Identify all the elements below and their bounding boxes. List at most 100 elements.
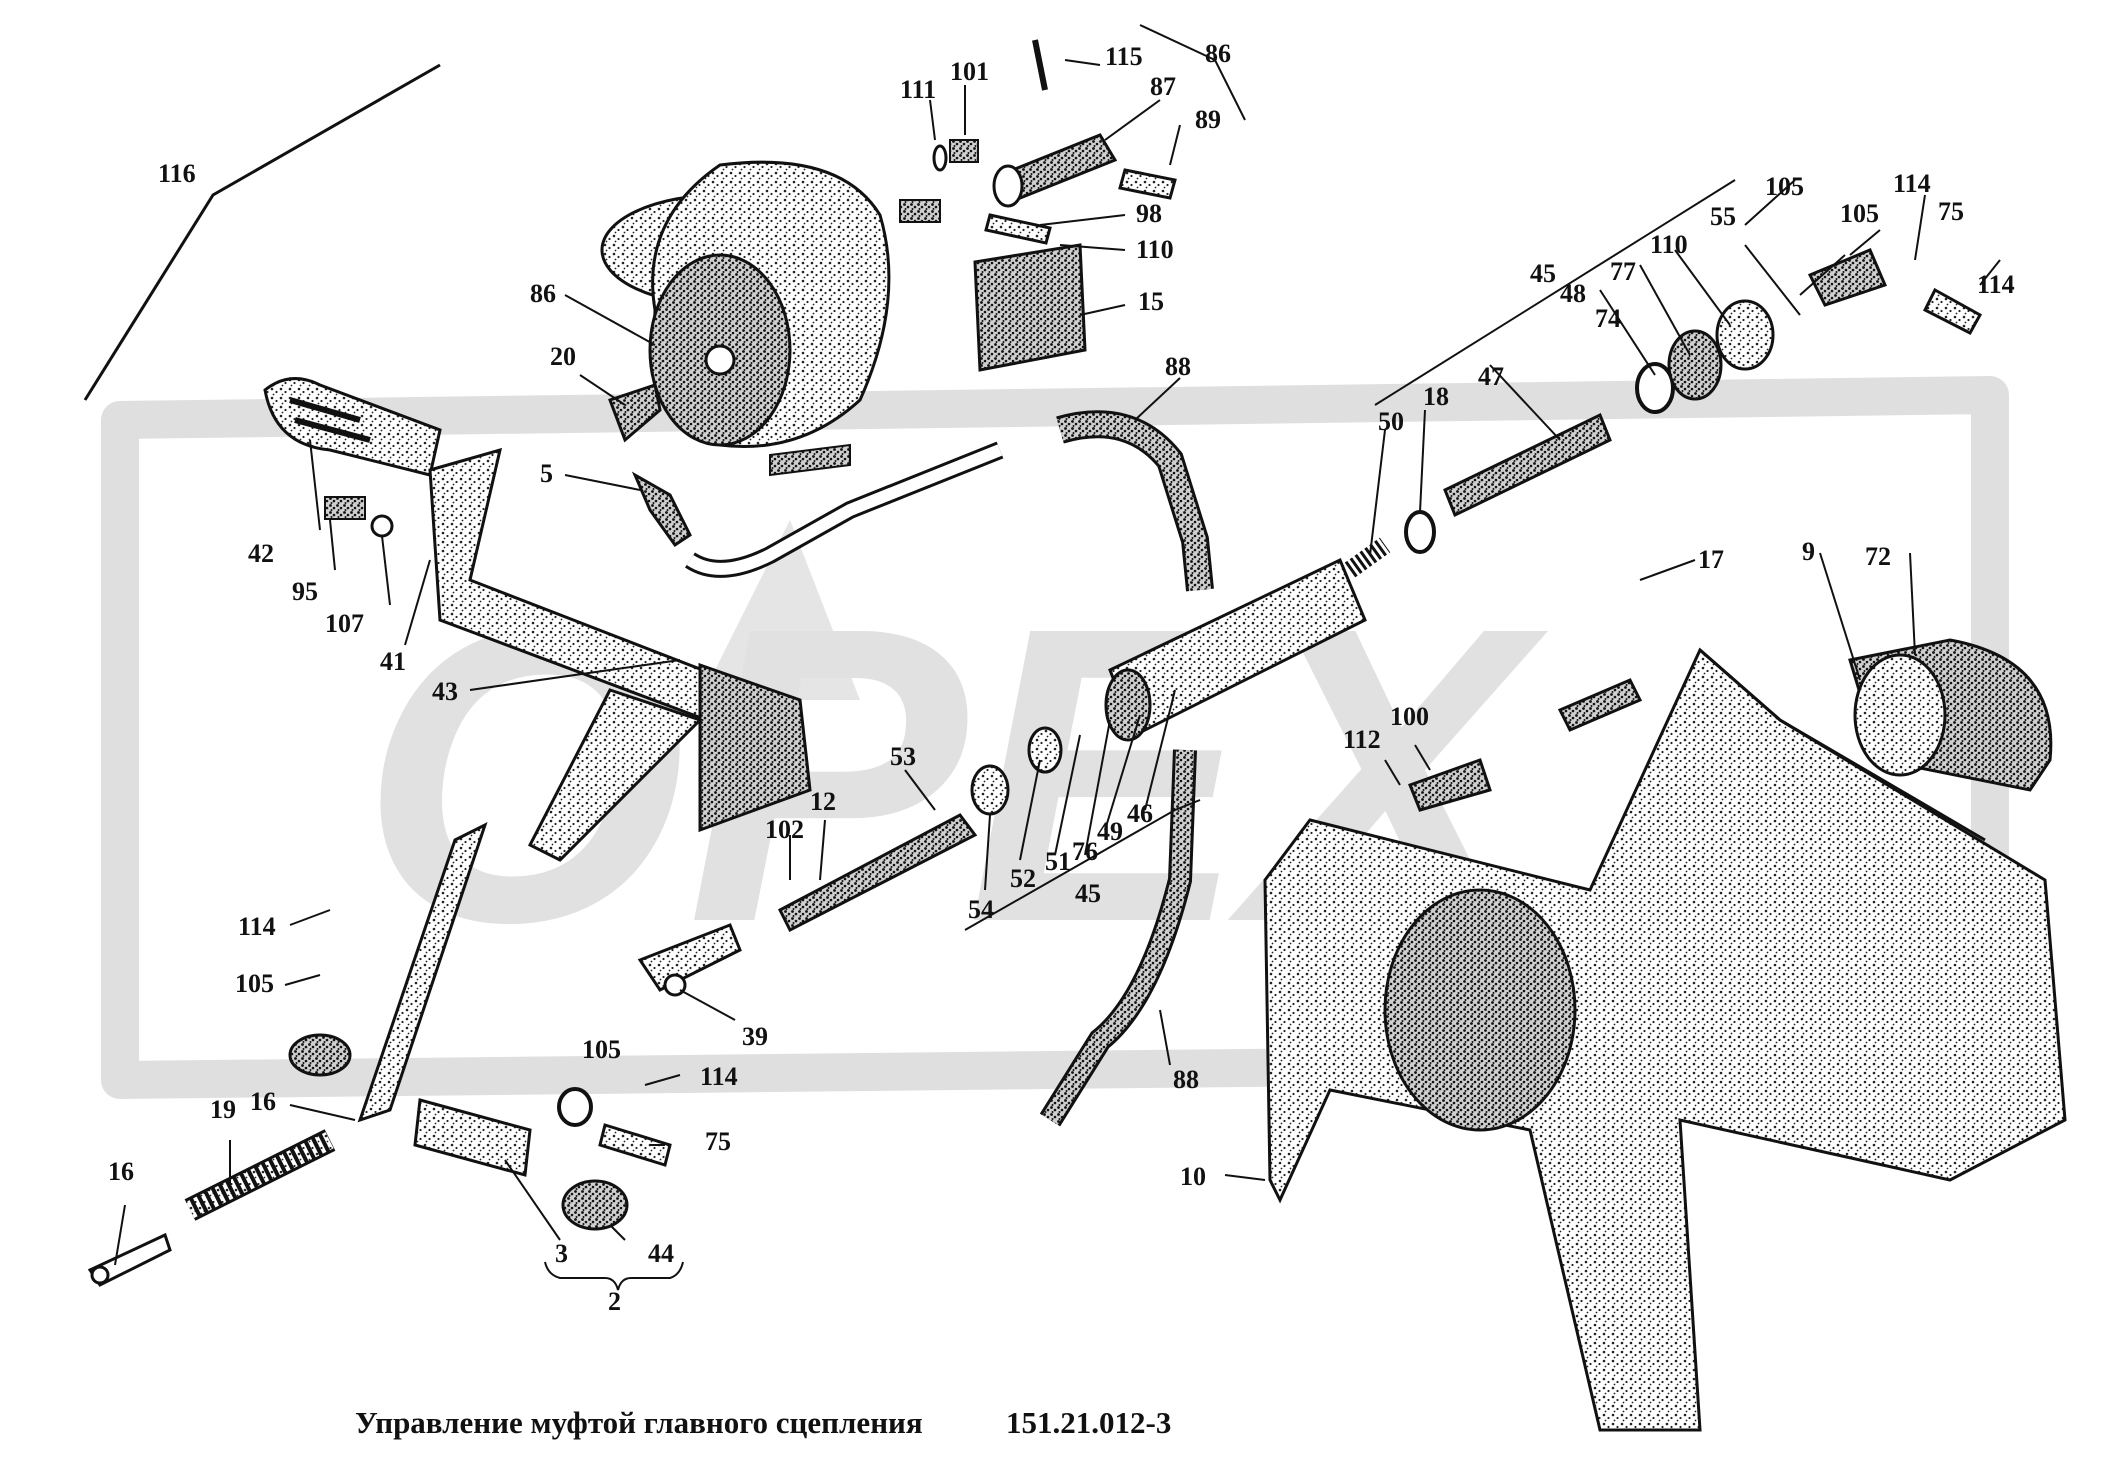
hose-88-lower: [1039, 749, 1197, 1127]
tube-3: [413, 1098, 532, 1177]
label-77: 77: [1610, 257, 1636, 286]
fitting-5: [631, 471, 692, 548]
link-16: [87, 1232, 172, 1287]
label-100: 100: [1390, 702, 1429, 731]
label-46: 46: [1127, 799, 1153, 828]
label-98: 98: [1136, 199, 1162, 228]
label-75: 75: [1938, 197, 1964, 226]
pin-75-lower: [598, 1123, 672, 1167]
label-105: 105: [235, 969, 274, 998]
spring-50: [1344, 537, 1391, 578]
label-10: 10: [1180, 1162, 1206, 1191]
label-41: 41: [380, 647, 406, 676]
clevis-87: [992, 133, 1118, 208]
washer-105-lower: [557, 1087, 593, 1127]
leader-lines: [114, 24, 2001, 1291]
label-72: 72: [1865, 542, 1891, 571]
label-50: 50: [1378, 407, 1404, 436]
lower-lever: [357, 822, 488, 1123]
label-86: 86: [530, 279, 556, 308]
label-88: 88: [1173, 1065, 1199, 1094]
pin-75-upper: [1922, 287, 1983, 335]
label-9: 9: [1802, 537, 1815, 566]
label-76: 76: [1072, 837, 1098, 866]
nut-101: [949, 139, 979, 163]
clutch-housing-10: [1263, 647, 2067, 1432]
label-20: 20: [550, 342, 576, 371]
pedal-pad-42: [263, 377, 442, 477]
label-75: 75: [705, 1127, 731, 1156]
label-110: 110: [1136, 235, 1174, 264]
label-111: 111: [900, 75, 936, 104]
label-114: 114: [1977, 270, 2015, 299]
washer-111: [932, 144, 948, 172]
label-102: 102: [765, 815, 804, 844]
label-48: 48: [1560, 279, 1586, 308]
label-12: 12: [810, 787, 836, 816]
pin-89: [1118, 168, 1177, 200]
label-2: 2: [608, 1287, 621, 1316]
label-42: 42: [248, 539, 274, 568]
label-105: 105: [1840, 199, 1879, 228]
label-47: 47: [1478, 362, 1504, 391]
label-114: 114: [700, 1062, 738, 1091]
bush-44: [561, 1179, 629, 1231]
label-112: 112: [1343, 725, 1381, 754]
label-3: 3: [555, 1239, 568, 1268]
label-54: 54: [968, 895, 994, 924]
seal-74: [1635, 362, 1675, 414]
label-74: 74: [1595, 304, 1621, 333]
caption: Управление муфтой главного сцепления 151…: [355, 1405, 1171, 1440]
caption-code: 151.21.012-3: [1006, 1405, 1171, 1440]
arm-43: [527, 688, 703, 862]
caption-title: Управление муфтой главного сцепления: [355, 1405, 923, 1440]
label-53: 53: [890, 742, 916, 771]
label-16: 16: [108, 1157, 134, 1186]
label-89: 89: [1195, 105, 1221, 134]
lever-41: [428, 447, 812, 833]
pin-115: [1032, 39, 1048, 91]
label-52: 52: [1010, 864, 1036, 893]
label-87: 87: [1150, 72, 1176, 101]
label-95: 95: [292, 577, 318, 606]
washer-107: [370, 514, 394, 538]
servo-chamber-86: [600, 160, 941, 477]
release-bearing-72: [1848, 638, 2053, 792]
bolt-17: [1557, 678, 1643, 732]
label-19: 19: [210, 1095, 236, 1124]
piston-47: [1443, 412, 1612, 518]
hose-88-upper: [1056, 410, 1214, 592]
label-88: 88: [1165, 352, 1191, 381]
part-labels: 116 115 86 111 101 87 89 98 110 86 15 20…: [108, 39, 2015, 1316]
washer-18: [1404, 510, 1436, 554]
label-44: 44: [648, 1239, 674, 1268]
label-16: 16: [250, 1087, 276, 1116]
label-105: 105: [1765, 172, 1804, 201]
label-17: 17: [1698, 545, 1724, 574]
label-101: 101: [950, 57, 989, 86]
label-55: 55: [1710, 202, 1736, 231]
label-5: 5: [540, 459, 553, 488]
label-110: 110: [1650, 230, 1688, 259]
bracket-15: [973, 243, 1087, 372]
bolt-98: [984, 213, 1052, 245]
part-116-line: [83, 63, 441, 401]
label-51: 51: [1045, 847, 1071, 876]
pipe: [685, 441, 1004, 578]
label-86: 86: [1205, 39, 1231, 68]
label-115: 115: [1105, 42, 1143, 71]
label-15: 15: [1138, 287, 1164, 316]
spring-19: [184, 1129, 336, 1221]
clevis-55: [1807, 248, 1888, 307]
label-43: 43: [432, 677, 458, 706]
nut-48-77: [1667, 299, 1775, 401]
label-114: 114: [1893, 169, 1931, 198]
label-45: 45: [1075, 879, 1101, 908]
label-105: 105: [582, 1035, 621, 1064]
label-114: 114: [238, 912, 276, 941]
rod-assembly: [778, 726, 1063, 933]
bolt-95: [324, 496, 366, 520]
label-39: 39: [742, 1022, 768, 1051]
